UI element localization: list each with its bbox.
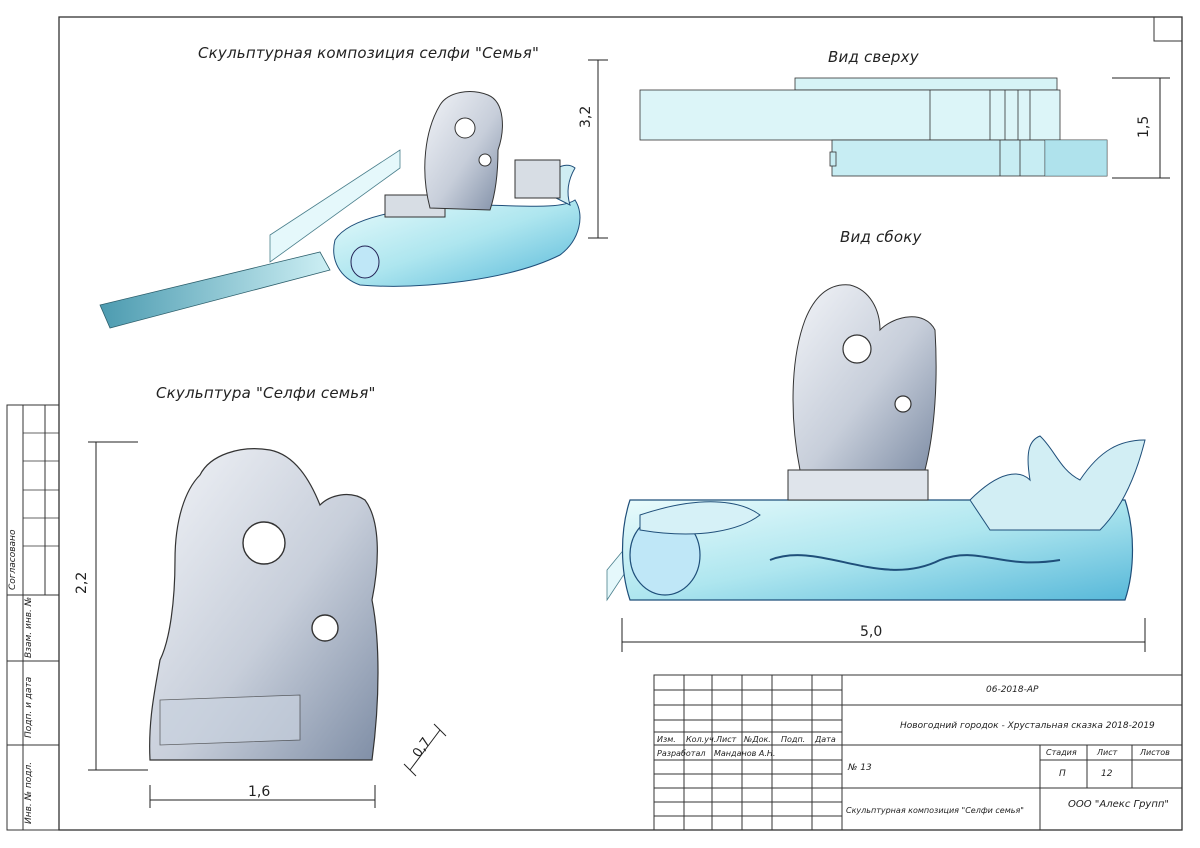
sculpture-front [149,448,379,761]
dim-sculpture-width: 1,6 [248,784,271,800]
header-change: Изм. [657,735,676,744]
composition-title: Скульптурная композиция селфи "Семья" [198,44,540,62]
sheets-label: Листов [1140,748,1170,757]
dimension-lines [88,59,1170,808]
side-view [606,284,1146,602]
header-date: Дата [815,735,836,744]
side-view-title: Вид сбоку [840,228,922,246]
side-stamp-agreed: Согласовано [8,529,18,590]
dim-side-view-length: 5,0 [860,624,883,640]
title-block-grid [653,674,1183,831]
drawing-name: Скульптурная композиция "Селфи семья" [846,806,1024,815]
side-stamp-inv-replace: Взам. инв. № [24,596,34,658]
developer-label: Разработал [657,749,706,758]
top-view-title: Вид сверху [828,48,919,66]
perspective-composition [99,91,581,329]
side-stamp-inv-original: Инв. № подл. [24,761,34,824]
dim-composition-height: 3,2 [578,105,594,128]
header-signature: Подп. [781,735,806,744]
company-name: ООО "Алекс Групп" [1068,799,1170,810]
top-view [639,77,1108,177]
header-doc-no: №Док. [744,735,771,744]
sculpture-title: Скульптура "Селфи семья" [156,384,376,402]
sheet-frame [6,16,1183,831]
sheet-label: Лист [1097,748,1118,757]
doc-code: 06-2018-АР [986,685,1039,695]
stage-value: П [1059,769,1066,779]
dim-sculpture-height: 2,2 [74,571,90,594]
drawing-number: № 13 [848,763,872,773]
developer-name: Манданов А.Н. [714,749,776,758]
stage-label: Стадия [1046,748,1077,757]
header-count: Кол.уч. [686,735,717,744]
dim-top-view-width: 1,5 [1136,115,1152,138]
project-name: Новогодний городок - Хрустальная сказка … [900,721,1155,731]
sheet-value: 12 [1101,769,1113,779]
header-sheet: Лист [716,735,737,744]
side-stamp-sign-date: Подп. и дата [24,676,34,738]
